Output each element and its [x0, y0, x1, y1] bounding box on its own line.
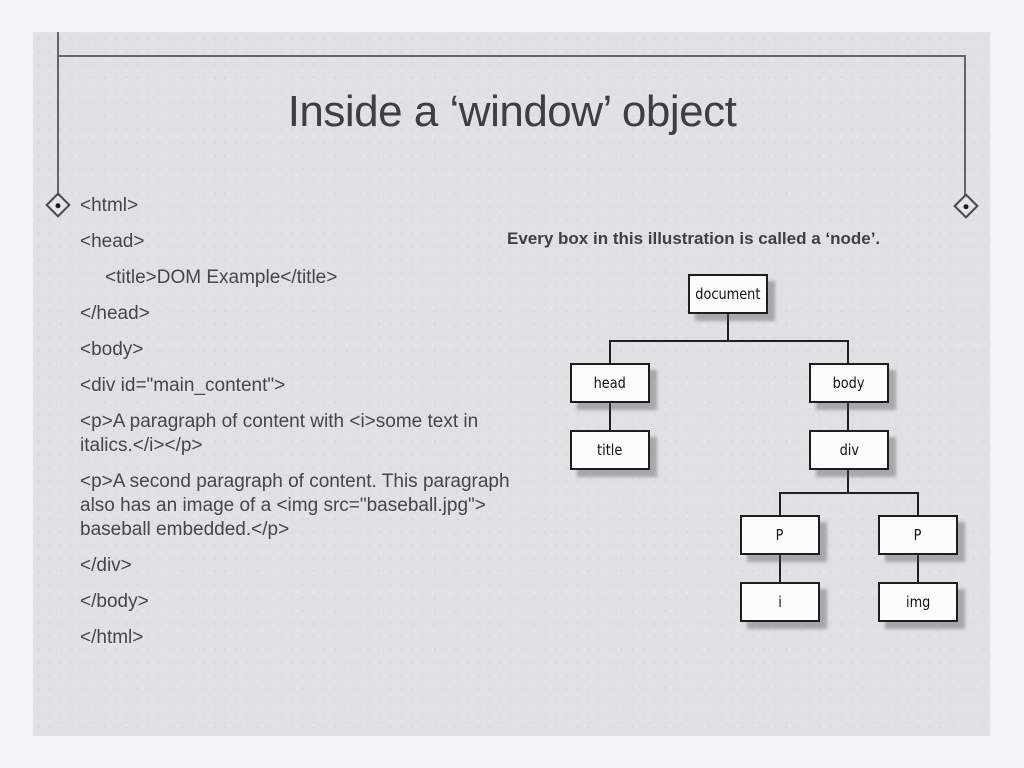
code-line: <p>A paragraph of content with <i>some t… — [80, 411, 479, 456]
diamond-dot-icon — [54, 201, 62, 209]
tree-node-document: document — [688, 274, 768, 314]
code-line: <body> — [80, 339, 144, 360]
code-line: <title>DOM Example</title> — [105, 267, 338, 288]
connector-line — [917, 555, 919, 582]
connector-line — [847, 340, 849, 363]
tree-node-label: body — [833, 374, 865, 392]
node-caption: Every box in this illustration is called… — [507, 229, 881, 248]
diamond-dot-icon — [962, 202, 970, 210]
tree-node-label: P — [776, 526, 784, 544]
html-source-listing: <html> <head> <title>DOM Example</title>… — [80, 194, 532, 662]
tree-node-label: document — [695, 285, 761, 303]
code-line: </div> — [80, 555, 132, 576]
code-line: <p>A second paragraph of content. This p… — [80, 471, 510, 540]
connector-line — [847, 470, 849, 494]
connector-line — [779, 492, 919, 494]
tree-node-label: P — [914, 526, 922, 544]
tree-node-label: i — [778, 593, 782, 611]
tree-node-label: div — [839, 441, 859, 459]
tree-node-p-right: P — [878, 515, 958, 555]
tree-node-label: img — [905, 593, 931, 611]
tree-node-title: title — [570, 430, 650, 470]
code-line: <div id="main_content"> — [80, 375, 286, 396]
tree-node-head: head — [570, 363, 650, 403]
connector-line — [779, 555, 781, 582]
tree-node-label: title — [597, 441, 623, 459]
code-line: <html> — [80, 195, 139, 216]
connector-line — [917, 492, 919, 515]
tree-node-p-left: P — [740, 515, 820, 555]
connector-line — [609, 340, 611, 363]
code-line: </head> — [80, 303, 150, 324]
tree-node-i: i — [740, 582, 820, 622]
slide-title: Inside a ‘window’ object — [287, 87, 737, 136]
connector-line — [727, 314, 729, 342]
tree-node-body: body — [809, 363, 889, 403]
code-line: </html> — [80, 627, 144, 648]
frame-left-line — [57, 32, 59, 196]
connector-line — [779, 492, 781, 515]
connector-line — [847, 403, 849, 430]
tree-node-img: img — [878, 582, 958, 622]
tree-node-label: head — [593, 374, 627, 392]
connector-line — [609, 403, 611, 430]
tree-node-div: div — [809, 430, 889, 470]
code-line: </body> — [80, 591, 149, 612]
frame-right-line — [964, 55, 966, 196]
connector-line — [609, 340, 849, 342]
frame-top-line — [57, 55, 966, 57]
code-line: <head> — [80, 231, 145, 252]
